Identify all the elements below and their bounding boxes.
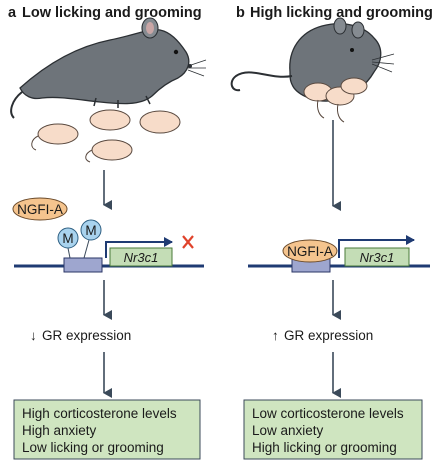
outcome-b-1: Low corticosterone levels <box>252 406 404 421</box>
methyl-label-1: M <box>62 231 73 246</box>
panel-a: a Low licking and grooming NGFI <box>8 5 207 460</box>
panel-b-letter: b <box>236 5 245 21</box>
gene-box-b <box>344 247 410 267</box>
rat-pup-icon-b <box>303 77 368 123</box>
transcription-arrow-icon <box>105 237 173 258</box>
outcome-box-b <box>243 399 423 460</box>
panel-b-title: High licking and grooming <box>250 5 433 21</box>
outcome-a-3: Low licking or grooming <box>22 440 164 455</box>
expression-text-a: GR expression <box>42 328 131 343</box>
ngfi-a-label-a: NGFI-A <box>17 202 63 217</box>
gene-label-b: Nr3c1 <box>360 250 395 265</box>
rat-pup-icon <box>31 109 181 163</box>
expression-text-b: GR expression <box>284 328 373 343</box>
transcription-arrow-icon-b <box>338 235 415 258</box>
panel-a-title: Low licking and grooming <box>22 5 202 21</box>
methyl-group-icon: M M <box>57 219 102 259</box>
outcome-box-a <box>13 399 201 460</box>
gene-box-a <box>109 247 173 267</box>
ngfi-a-label-b: NGFI-A <box>287 244 333 259</box>
outcome-b-3: High licking or grooming <box>252 440 397 455</box>
outcome-b-2: Low anxiety <box>252 423 324 438</box>
outcome-a-2: High anxiety <box>22 423 97 438</box>
rat-mother-icon <box>10 17 207 119</box>
methyl-label-2: M <box>85 223 96 238</box>
ngfi-a-free: NGFI-A <box>12 197 68 221</box>
outcome-a-1: High corticosterone levels <box>22 406 177 421</box>
panel-b: b High licking and grooming NGFI-A Nr3c1 <box>230 5 433 460</box>
expression-arrow-b: ↑ <box>272 328 279 343</box>
promoter-box-a <box>63 257 103 273</box>
blocked-cross-icon <box>182 235 194 249</box>
panel-a-letter: a <box>8 5 17 21</box>
ngfi-a-bound <box>282 239 338 263</box>
expression-arrow-a: ↓ <box>30 328 37 343</box>
gene-label-a: Nr3c1 <box>124 250 159 265</box>
